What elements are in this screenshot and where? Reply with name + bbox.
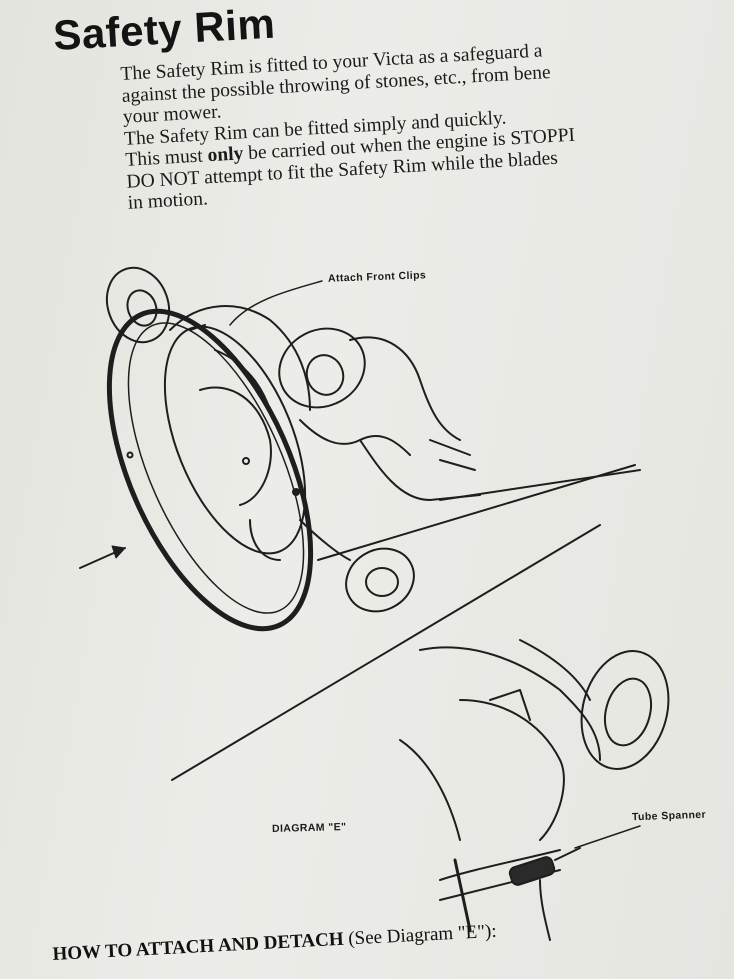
label-tube-spanner: Tube Spanner xyxy=(631,808,707,824)
leader-attach-clips xyxy=(229,280,323,326)
mower-deck xyxy=(163,325,307,555)
wheel-right-large xyxy=(580,650,670,770)
label-diagram-e: DIAGRAM "E" xyxy=(271,821,347,835)
handle-bar-upper xyxy=(317,464,636,561)
tube-spanner-shape xyxy=(508,856,556,886)
engine-cowl xyxy=(278,327,366,409)
wheel-rear-left xyxy=(105,266,171,344)
wheel-front-small xyxy=(345,547,415,613)
leader-tube-spanner xyxy=(574,825,641,849)
safety-rim-ring xyxy=(106,308,314,632)
handle-bar-lower xyxy=(171,524,601,781)
